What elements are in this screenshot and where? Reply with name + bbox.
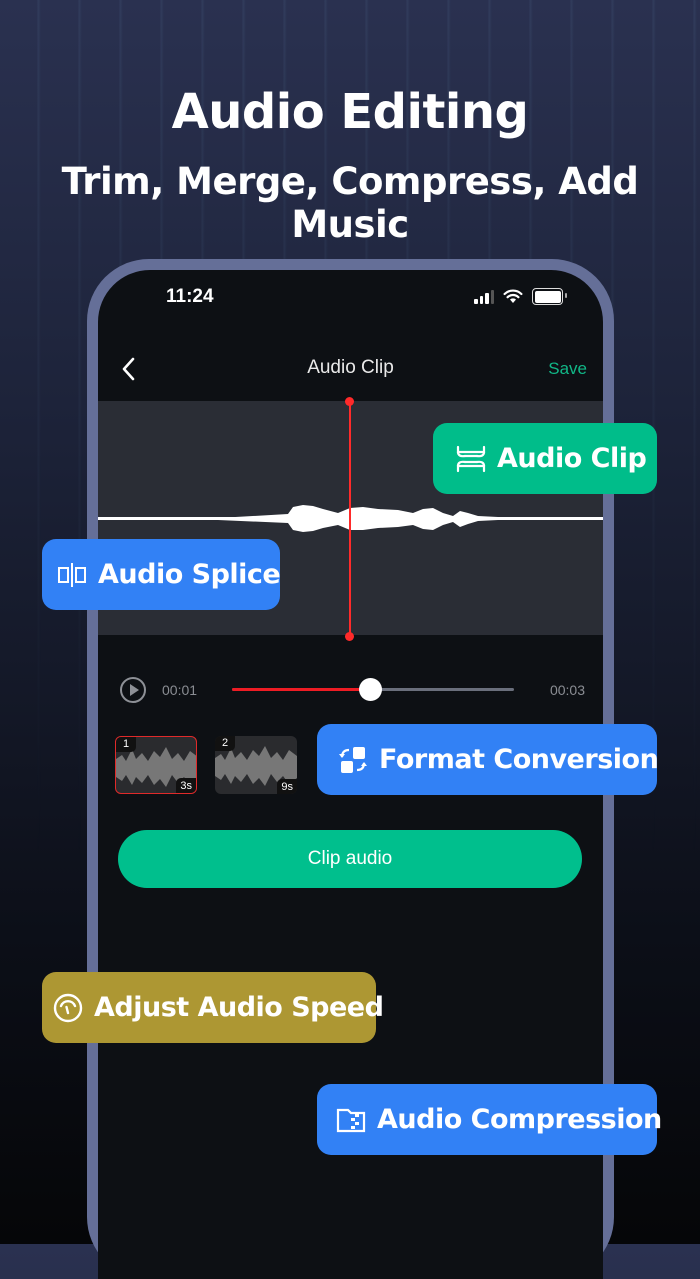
total-time: 00:03 bbox=[549, 682, 585, 698]
clip-duration: 3s bbox=[176, 778, 196, 793]
clip-index: 1 bbox=[116, 737, 137, 752]
clip-thumbnail-2[interactable]: 2 9s bbox=[215, 736, 297, 794]
battery-icon bbox=[532, 288, 567, 305]
feature-label: Audio Clip bbox=[497, 443, 647, 474]
feature-label: Audio Splice bbox=[98, 559, 281, 590]
current-time: 00:01 bbox=[162, 682, 198, 698]
progress-slider[interactable] bbox=[232, 678, 514, 701]
feature-badge-audio-compression: Audio Compression bbox=[317, 1084, 662, 1155]
clip-index: 2 bbox=[215, 736, 236, 751]
feature-badge-format-conversion: Format Conversion bbox=[317, 724, 659, 795]
splice-icon bbox=[56, 559, 88, 591]
clip-audio-button[interactable]: Clip audio bbox=[118, 830, 582, 888]
clip-list: 1 3s 2 9s bbox=[115, 736, 297, 794]
signal-icon bbox=[474, 289, 494, 304]
screen-title: Audio Clip bbox=[307, 357, 394, 378]
playhead[interactable] bbox=[345, 397, 354, 641]
back-button[interactable] bbox=[116, 354, 140, 384]
slider-thumb[interactable] bbox=[359, 678, 382, 701]
compress-file-icon bbox=[335, 1104, 367, 1136]
playback-bar: 00:01 00:03 bbox=[98, 670, 603, 710]
status-icons bbox=[474, 288, 567, 305]
clip-icon bbox=[455, 443, 487, 475]
wifi-icon bbox=[503, 289, 523, 303]
feature-badge-adjust-speed: Adjust Audio Speed bbox=[42, 972, 384, 1043]
play-button[interactable] bbox=[120, 677, 146, 703]
clip-duration: 9s bbox=[277, 779, 297, 794]
feature-label: Audio Compression bbox=[377, 1104, 662, 1135]
status-time: 11:24 bbox=[166, 286, 214, 307]
feature-label: Adjust Audio Speed bbox=[94, 992, 384, 1023]
convert-icon bbox=[337, 744, 369, 776]
promo-title: Audio Editing bbox=[171, 84, 529, 140]
clip-waveform bbox=[215, 746, 297, 786]
promo-subtitle: Trim, Merge, Compress, Add Music bbox=[61, 160, 639, 246]
speedometer-icon bbox=[52, 992, 84, 1024]
save-button[interactable]: Save bbox=[548, 359, 587, 378]
clip-waveform bbox=[116, 747, 196, 787]
feature-label: Format Conversion bbox=[379, 744, 659, 775]
feature-badge-audio-splice: Audio Splice bbox=[42, 539, 281, 610]
clip-thumbnail-1[interactable]: 1 3s bbox=[115, 736, 197, 794]
progress-fill bbox=[232, 688, 370, 691]
waveform bbox=[98, 505, 603, 532]
feature-badge-audio-clip: Audio Clip bbox=[433, 423, 657, 494]
